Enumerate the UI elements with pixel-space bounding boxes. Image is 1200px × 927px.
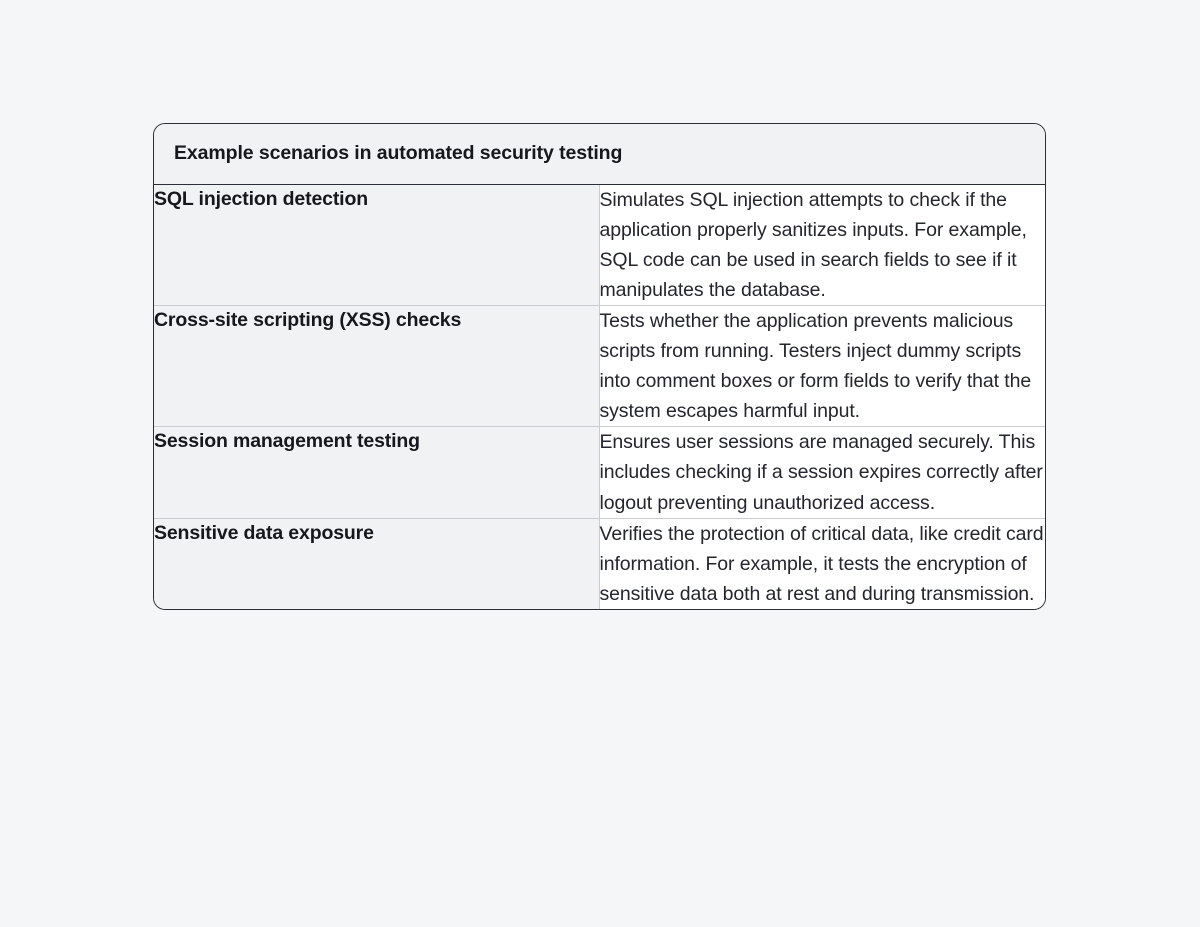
- table-row: SQL injection detection Simulates SQL in…: [154, 185, 1045, 307]
- table-header-row: Example scenarios in automated security …: [154, 124, 1045, 186]
- scenario-description: Verifies the protection of critical data…: [599, 518, 1045, 609]
- scenario-description: Tests whether the application prevents m…: [599, 306, 1045, 428]
- table-caption: Example scenarios in automated security …: [154, 124, 1045, 186]
- table-row: Sensitive data exposure Verifies the pro…: [154, 518, 1045, 609]
- scenario-description: Ensures user sessions are managed secure…: [599, 427, 1045, 519]
- security-scenarios-table-container: Example scenarios in automated security …: [153, 123, 1046, 610]
- table-row: Cross-site scripting (XSS) checks Tests …: [154, 306, 1045, 428]
- table-header: Example scenarios in automated security …: [154, 124, 1045, 186]
- scenario-term: Session management testing: [154, 427, 600, 519]
- scenario-term: Cross-site scripting (XSS) checks: [154, 306, 600, 428]
- table-row: Session management testing Ensures user …: [154, 427, 1045, 519]
- scenario-term: SQL injection detection: [154, 185, 600, 307]
- scenario-term: Sensitive data exposure: [154, 518, 600, 609]
- scenario-description: Simulates SQL injection attempts to chec…: [599, 185, 1045, 307]
- security-scenarios-table: Example scenarios in automated security …: [153, 123, 1046, 610]
- table-body: SQL injection detection Simulates SQL in…: [154, 185, 1045, 609]
